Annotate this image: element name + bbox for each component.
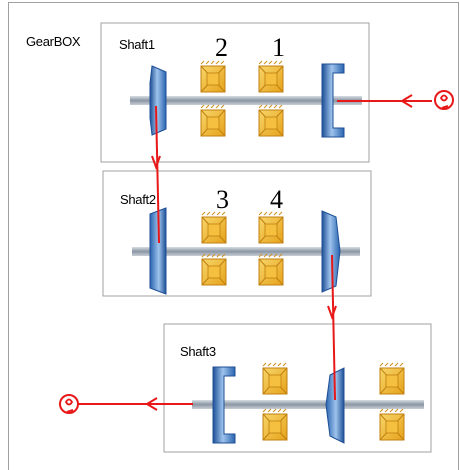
shaft1-bearing — [200, 104, 226, 137]
flow-arrowhead — [327, 305, 337, 320]
power-input-icon — [434, 90, 454, 110]
shaft2-bearing — [201, 211, 227, 244]
shaft3-bearing — [262, 408, 288, 441]
shaft1-gear — [149, 65, 167, 136]
shaft2-bearing — [258, 253, 284, 286]
shaft2-bearing-number: 3 — [216, 185, 229, 214]
shaft2-axle — [132, 247, 360, 256]
shaft3-coupling — [212, 366, 236, 444]
flow-line — [331, 254, 336, 401]
flow-arrowhead — [145, 397, 158, 411]
shaft2-gear — [149, 207, 167, 295]
power-flow — [78, 94, 432, 411]
shaft2-gear — [321, 210, 341, 293]
gearbox-title: GearBOX — [26, 34, 81, 49]
shaft2-bearing — [258, 211, 284, 244]
shaft1-bearing — [200, 60, 226, 93]
flow-line — [155, 105, 160, 244]
shaft1-bearing — [258, 104, 284, 137]
shaft2-label: Shaft2 — [120, 192, 156, 207]
shaft1-bearing-number: 1 — [272, 33, 285, 62]
shaft3-axle — [192, 400, 424, 409]
shaft3-gear — [325, 367, 345, 444]
shaft1-bearing — [258, 60, 284, 93]
shaft1-label: Shaft1 — [119, 37, 155, 52]
flow-arrowhead — [400, 94, 413, 108]
shaft1-axle — [130, 96, 362, 105]
shaft2-bearing — [201, 253, 227, 286]
flow-arrowhead — [151, 155, 161, 170]
gearbox-frame — [8, 2, 459, 470]
shaft1-coupling — [321, 63, 345, 138]
shaft1-bearing-number: 2 — [215, 33, 228, 62]
power-output-icon — [59, 394, 79, 414]
shaft3-bearing — [379, 362, 405, 395]
shaft3-bearing — [379, 408, 405, 441]
shaft3-bearing — [262, 362, 288, 395]
shaft2-bearing-number: 4 — [270, 185, 283, 214]
shaft3-label: Shaft3 — [180, 344, 216, 359]
